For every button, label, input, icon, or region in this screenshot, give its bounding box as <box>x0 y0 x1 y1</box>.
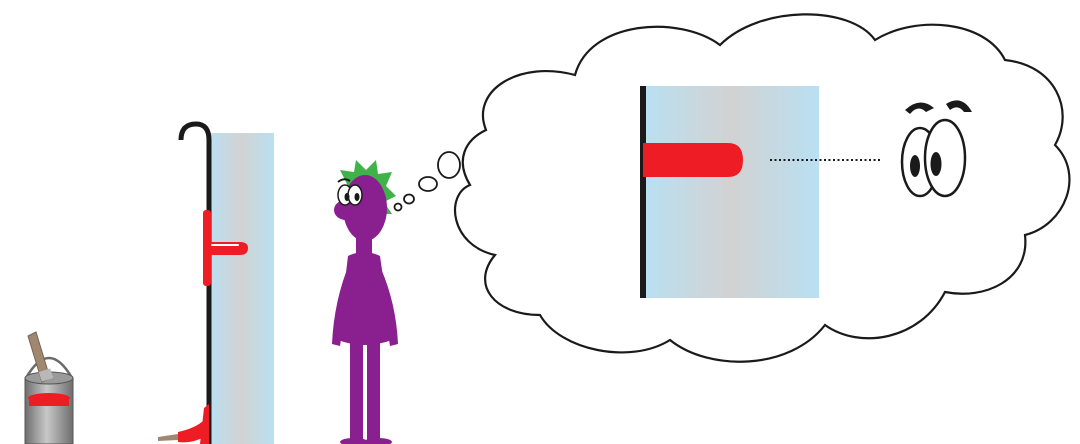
thin-layer-chromatography-plate <box>181 124 274 444</box>
thought-trail <box>395 152 461 211</box>
thinking-person-figure <box>332 160 398 444</box>
small-brush-icon <box>158 420 206 442</box>
